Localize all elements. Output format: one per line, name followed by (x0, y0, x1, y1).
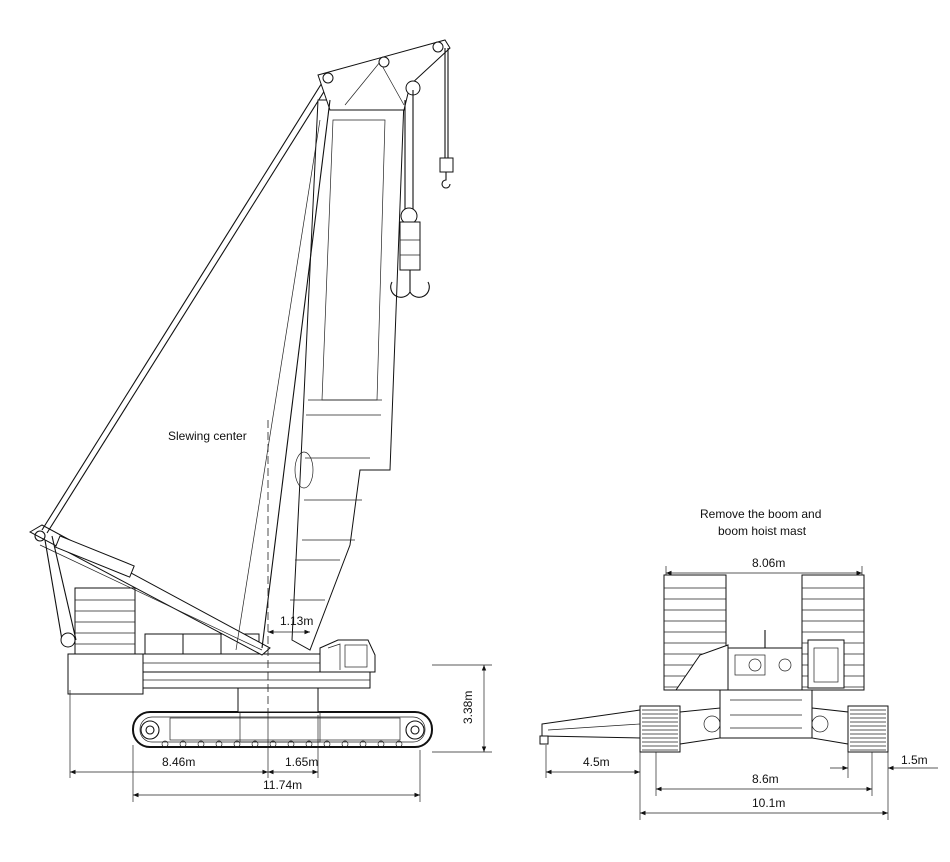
total-length-value: 11.74m (263, 778, 302, 792)
track-roller (215, 740, 223, 748)
track-roller (161, 740, 169, 748)
outrigger-overhang-value: 4.5m (583, 755, 610, 769)
center-offset-value: 1.65m (285, 755, 318, 769)
remove-note-line2: boom hoist mast (718, 524, 807, 538)
track-roller (359, 740, 367, 748)
track-roller (305, 740, 313, 748)
crawler-crane-rear-view: Remove the boom and boom hoist mast 8.06… (539, 507, 938, 820)
track-roller (395, 740, 403, 748)
main-boom (290, 39, 451, 651)
boom-hoist-mast (28, 524, 271, 656)
track-roller (341, 740, 349, 748)
slewing-center-label: Slewing center (168, 429, 247, 443)
slew-offset-value: 1.13m (280, 614, 313, 628)
height-value: 3.38m (461, 691, 475, 724)
rear-counterweight (67, 587, 144, 695)
track-roller (377, 740, 385, 748)
luffing-rope (261, 99, 331, 649)
crawler-track (132, 711, 433, 748)
counterweight-width-value: 8.06m (752, 556, 785, 570)
backstay-rope (235, 119, 321, 651)
dimension-rear-widths: 4.5m 8.6m 10.1m 1.5m (545, 745, 938, 820)
track-roller (269, 740, 277, 748)
rear-upper-body (675, 630, 845, 691)
dimension-height: 3.38m (432, 664, 492, 753)
dimension-slew-offset: 1.13m (268, 614, 313, 635)
hoist-ropes-and-hooks (390, 48, 454, 298)
track-roller (197, 740, 205, 748)
track-roller (323, 740, 331, 748)
tail-to-center-value: 8.46m (162, 755, 195, 769)
remove-note-line1: Remove the boom and (700, 507, 821, 521)
dimension-lengths: 8.46m 1.65m 11.74m (69, 690, 421, 802)
dimension-counterweight-width: 8.06m (665, 556, 863, 580)
track-roller (233, 740, 241, 748)
track-roller (179, 740, 187, 748)
track-gauge-value: 8.6m (752, 772, 779, 786)
track-roller (287, 740, 295, 748)
overall-width-value: 10.1m (752, 796, 785, 810)
rear-undercarriage (539, 689, 889, 753)
pendant-lines (41, 77, 331, 534)
track-roller (251, 740, 259, 748)
track-outer-value: 1.5m (901, 753, 928, 767)
crawler-crane-side-view: Slewing center 1.13m 3.38m 8.46m 1.65m 1 (28, 39, 492, 802)
